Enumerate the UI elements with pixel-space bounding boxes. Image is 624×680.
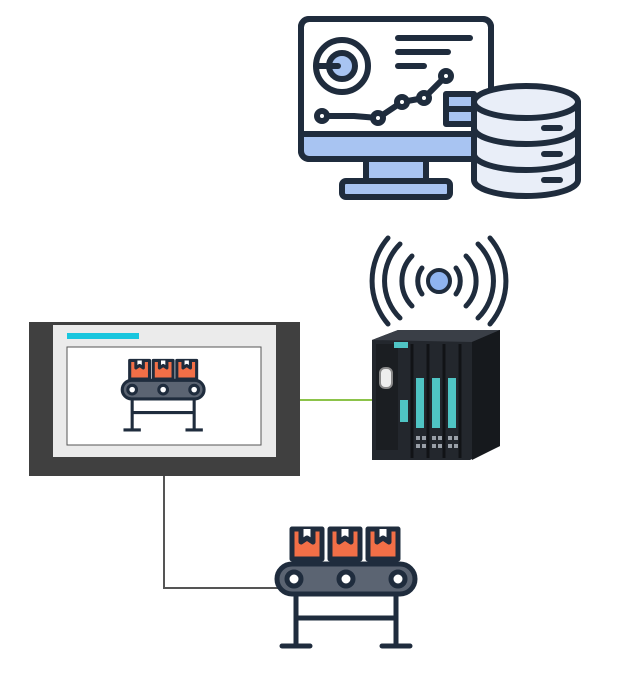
dashboard-monitor-with-database-icon: [298, 16, 581, 200]
hmi-touch-panel-icon: [29, 322, 300, 476]
connection-hmi-plc: [298, 399, 378, 401]
hmi-header-bar: [67, 333, 139, 339]
database: [471, 83, 581, 199]
wireless-signal-icon: [369, 235, 509, 327]
connection-hmi-conveyor: [163, 474, 284, 589]
conveyor-belt-with-boxes-icon: [274, 526, 418, 649]
monitor: [298, 16, 494, 200]
plc-controller-icon: [372, 330, 500, 460]
hmi-conveyor-icon: [120, 358, 206, 432]
